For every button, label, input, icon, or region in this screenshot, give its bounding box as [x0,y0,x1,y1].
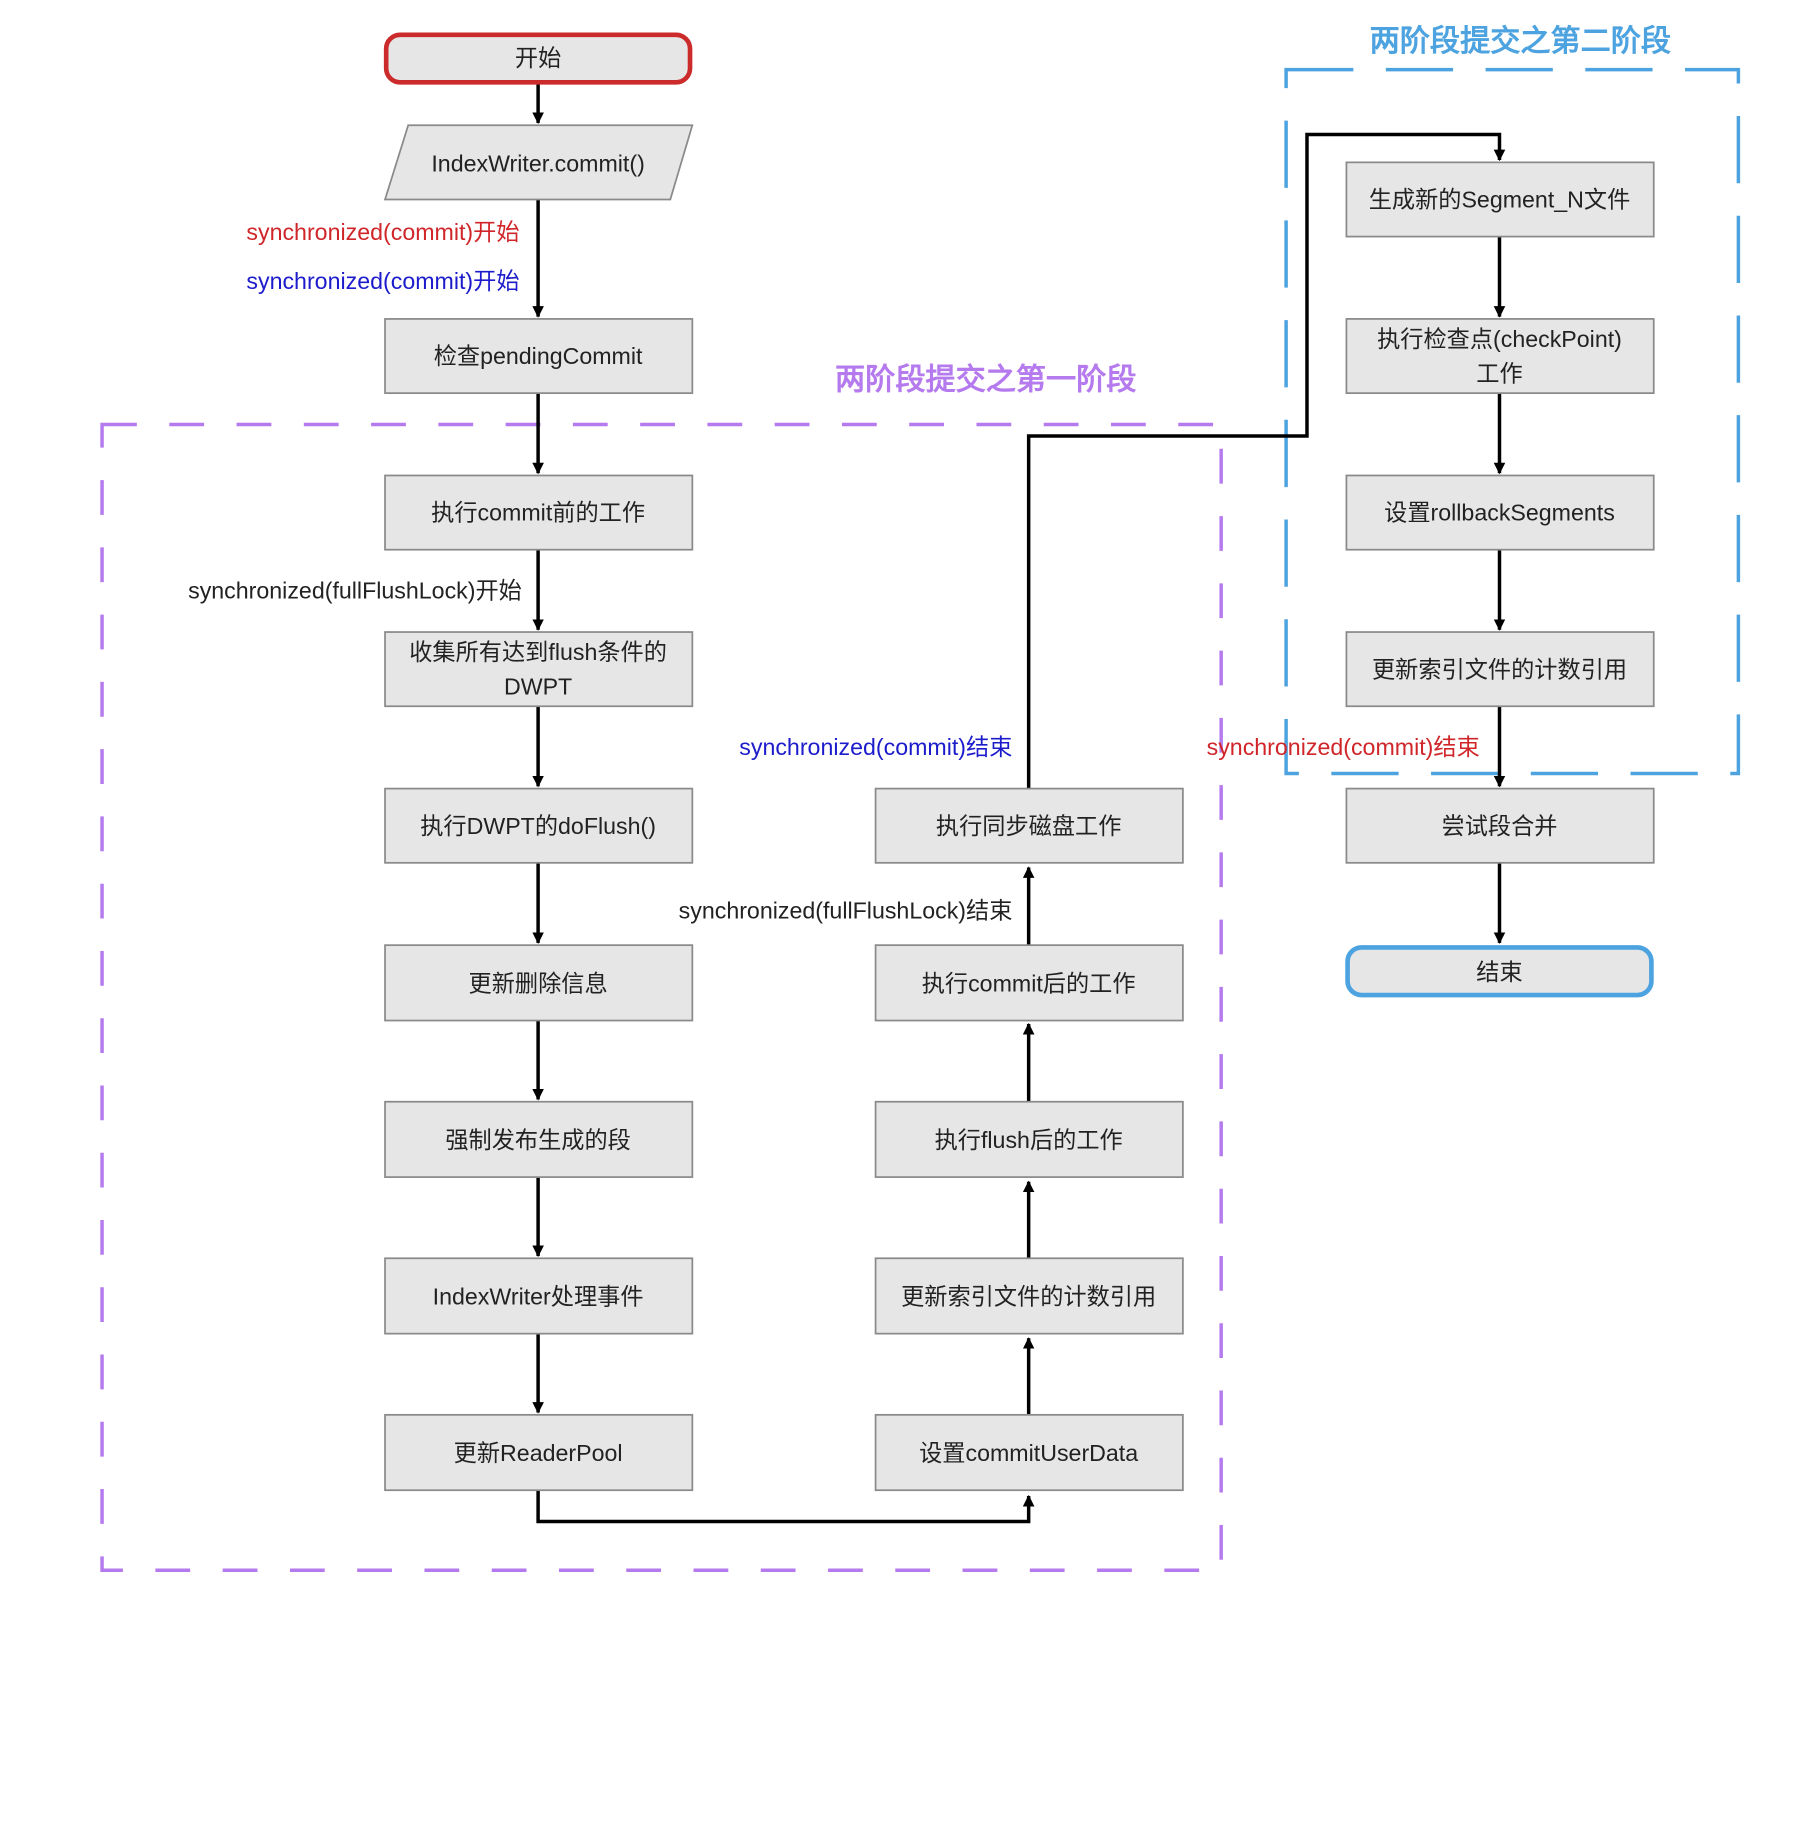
check-pending-node [384,318,694,395]
process-events-label: IndexWriter处理事件 [433,1284,644,1310]
pre-commit-label: 执行commit前的工作 [431,500,645,526]
commit-end-red-label: synchronized(commit)结束 [1207,734,1480,760]
phase2-container [1284,67,1741,776]
phase2-title: 两阶段提交之第二阶段 [1370,23,1671,58]
post-flush-node [874,1100,1184,1178]
update-refcount-1-node [874,1257,1184,1335]
edge-readerpool-userdata [536,1490,1035,1524]
checkpoint-label-line2: 工作 [1476,361,1522,387]
middle-column: 执行同步磁盘工作 执行commit后的工作 执行flush后的工作 更新索引文件… [874,787,1184,1492]
start-terminal [383,32,693,85]
edge-labels: synchronized(commit)开始 synchronized(comm… [188,219,1480,923]
pre-commit-node [384,474,694,551]
update-refcount-1-label: 更新索引文件的计数引用 [901,1284,1156,1310]
force-publish-label: 强制发布生成的段 [445,1127,631,1153]
sync-disk-node [874,787,1184,864]
set-userdata-node [874,1413,1184,1492]
edge-sync-segmentn [1026,132,1506,789]
phase1-container [100,422,1223,1572]
checkpoint-label-line1: 执行检查点(checkPoint) [1377,326,1622,352]
set-rollback-label: 设置rollbackSegments [1384,500,1615,526]
start-label: 开始 [515,45,561,71]
commit-call-label: IndexWriter.commit() [431,151,644,177]
commit-call-node [383,124,694,201]
end-terminal [1345,945,1654,998]
set-rollback-node [1345,474,1655,551]
try-merge-label: 尝试段合并 [1442,813,1558,839]
commit-lock-start-blue-label: synchronized(commit)开始 [246,268,519,294]
do-flush-node [384,787,694,864]
flowchart: 两阶段提交之第一阶段 两阶段提交之第二阶段 开始 结束 IndexWriter.… [100,23,1741,1572]
set-userdata-label: 设置commitUserData [919,1440,1138,1466]
phase1-title: 两阶段提交之第一阶段 [835,362,1136,397]
do-flush-label: 执行DWPT的doFlush() [420,813,656,839]
fullflush-start-label: synchronized(fullFlushLock)开始 [188,577,522,603]
post-commit-node [874,944,1184,1022]
commit-end-blue-label: synchronized(commit)结束 [739,734,1012,760]
update-readerpool-label: 更新ReaderPool [454,1440,623,1466]
collect-dwpt-label-line1: 收集所有达到flush条件的 [409,639,667,665]
collect-dwpt-node [384,631,694,708]
gen-segment-n-label: 生成新的Segment_N文件 [1369,187,1631,213]
try-merge-node [1345,787,1655,864]
commit-lock-start-red-label: synchronized(commit)开始 [246,219,519,245]
post-flush-label: 执行flush后的工作 [935,1127,1123,1153]
force-publish-node [384,1100,694,1178]
post-commit-label: 执行commit后的工作 [922,971,1136,997]
end-label: 结束 [1476,959,1522,985]
check-pending-label: 检查pendingCommit [434,343,643,369]
process-events-node [384,1257,694,1335]
checkpoint-node [1345,318,1655,395]
fullflush-end-label: synchronized(fullFlushLock)结束 [679,897,1013,923]
update-readerpool-node [384,1413,694,1492]
connectors [532,82,1506,1524]
collect-dwpt-label-line2: DWPT [504,674,572,700]
update-refcount-2-label: 更新索引文件的计数引用 [1372,656,1627,682]
update-deletes-label: 更新删除信息 [469,971,608,997]
update-deletes-node [384,944,694,1022]
right-column: 生成新的Segment_N文件 执行检查点(checkPoint) 工作 设置r… [1345,161,1655,864]
left-column: 检查pendingCommit 执行commit前的工作 收集所有达到flush… [384,318,694,1492]
sync-disk-label: 执行同步磁盘工作 [936,813,1122,839]
gen-segment-n-node [1345,161,1655,238]
update-refcount-2-node [1345,631,1655,708]
